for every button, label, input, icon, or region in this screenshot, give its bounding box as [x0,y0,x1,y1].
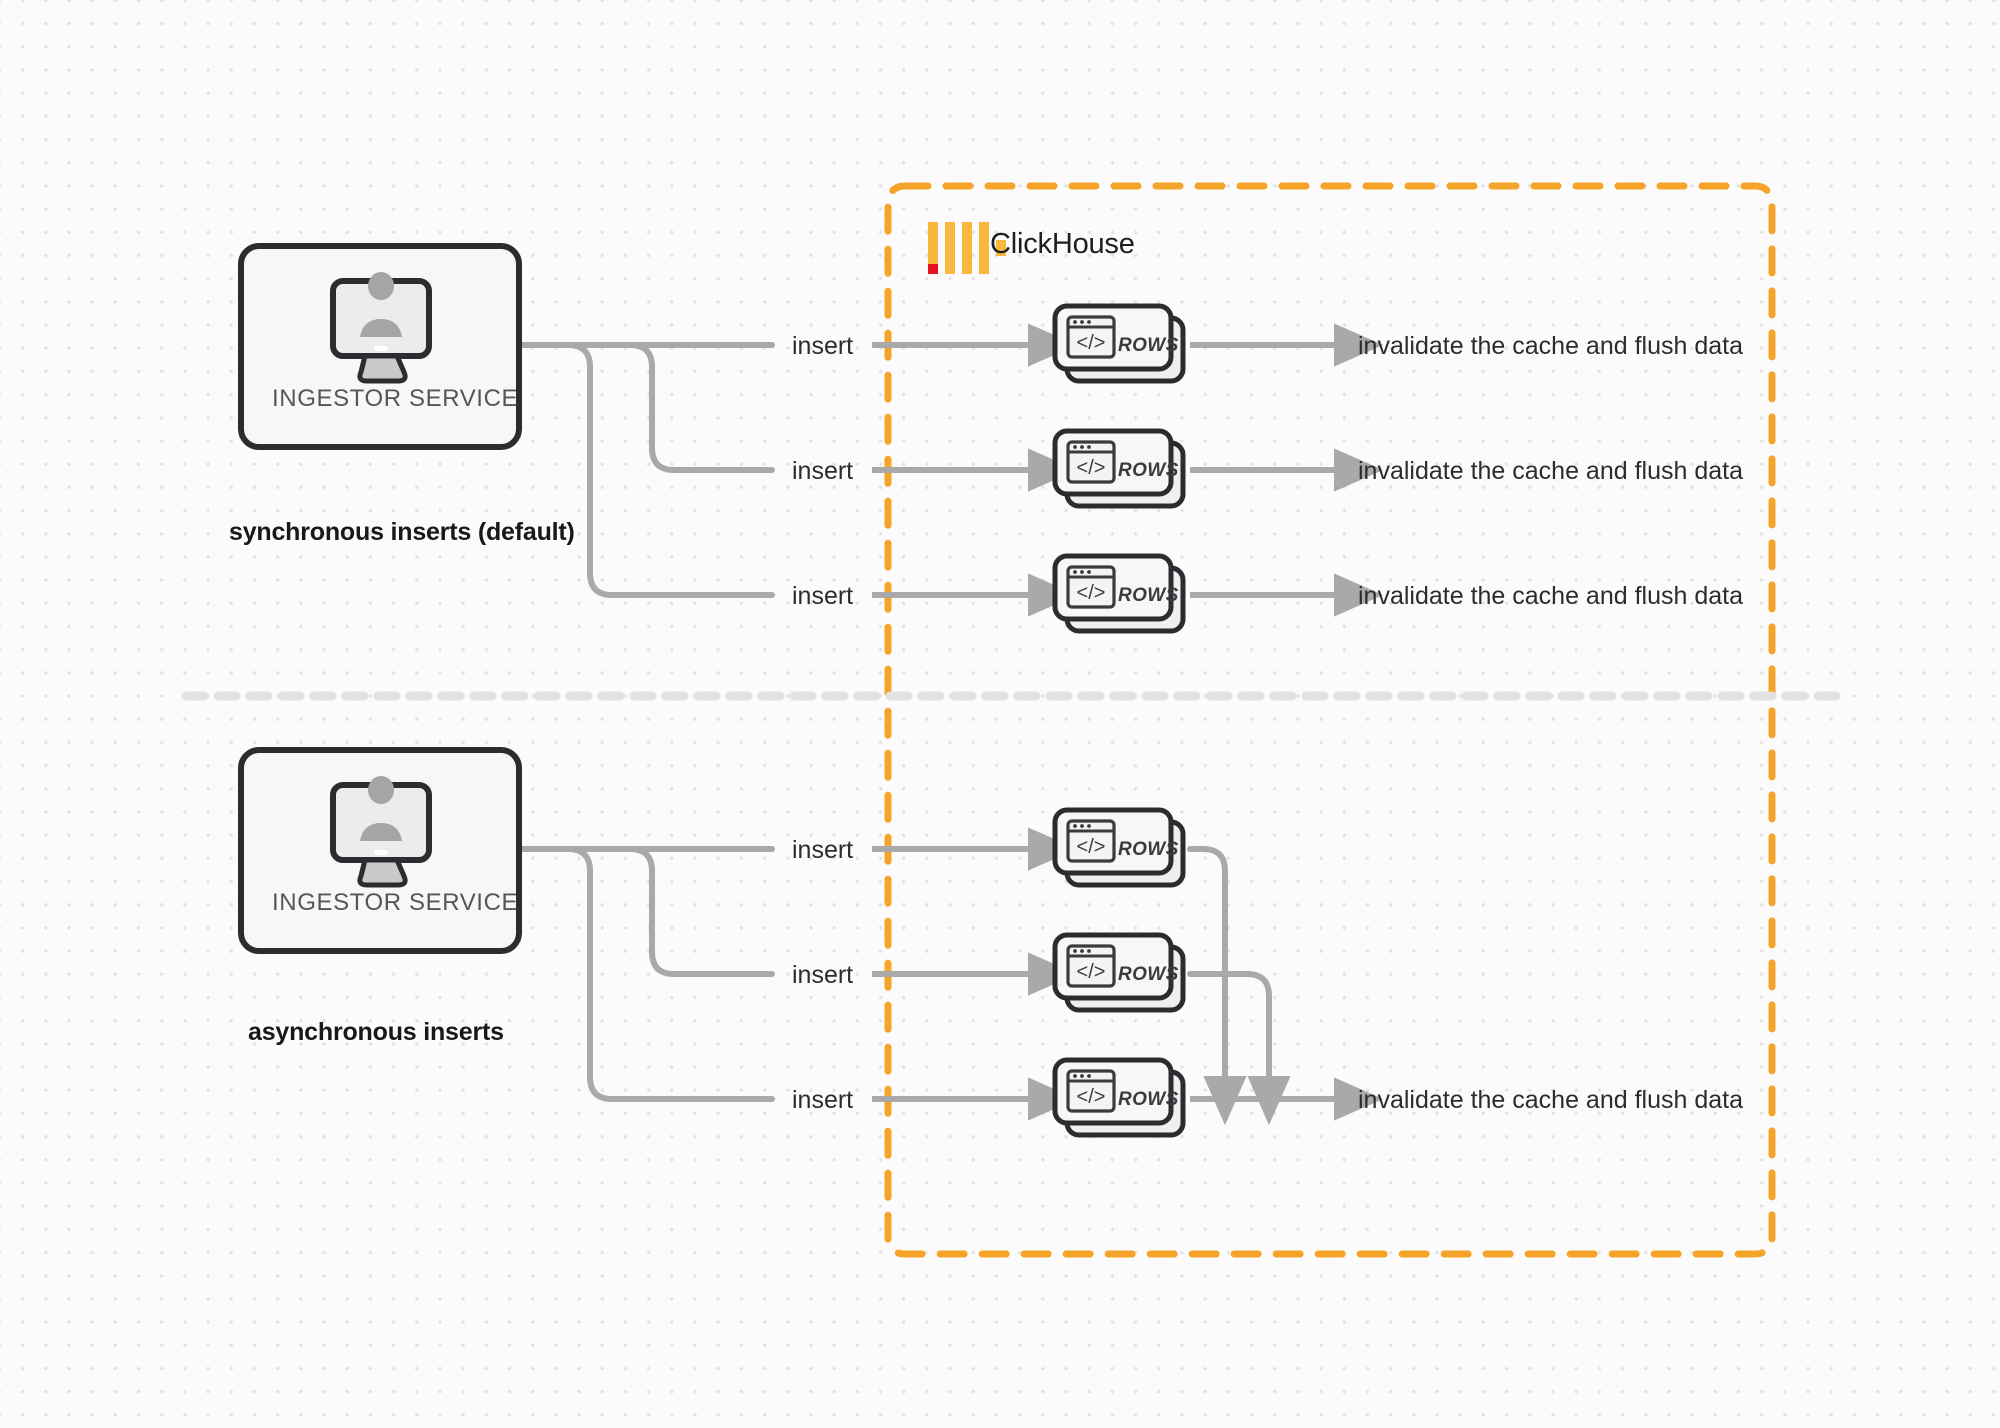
insert-label: insert [792,582,854,610]
ingestor-service-label-async: INGESTOR SERVICE [272,889,519,916]
rows-label: ROWS [1118,335,1179,356]
flush-result-label: invalidate the cache and flush data [1358,332,1743,360]
ingestor-service-box-async[interactable] [238,747,522,954]
sync-branch-connectors [516,342,775,598]
insert-label: insert [792,1086,854,1114]
svg-text:</>: </> [1077,1086,1106,1108]
monitor-user-icon [330,776,432,888]
insert-label: insert [792,332,854,360]
rows-card[interactable]: </> [1052,1057,1186,1138]
rows-card[interactable]: </> [1052,553,1186,634]
insert-label: insert [792,961,854,989]
sync-output-arrows [1190,323,1384,617]
flush-result-label: invalidate the cache and flush data [1358,457,1743,485]
rows-label: ROWS [1118,1089,1179,1110]
code-window-icon: </> [1066,440,1116,484]
rows-card[interactable]: </> [1052,428,1186,509]
clickhouse-wordmark: ClickHouse [990,228,1135,260]
svg-text:</>: </> [1077,582,1106,604]
code-window-icon: </> [1066,565,1116,609]
sync-insert-arrows [872,323,1078,617]
svg-text:</>: </> [1077,961,1106,983]
rows-label: ROWS [1118,585,1179,606]
svg-text:</>: </> [1077,457,1106,479]
clickhouse-logo-icon [928,222,1006,274]
insert-label: insert [792,457,854,485]
rows-label: ROWS [1118,964,1179,985]
section-caption-synchronous: synchronous inserts (default) [229,518,575,546]
async-merge-connectors [1187,846,1291,1126]
monitor-user-icon [330,272,432,384]
async-branch-connectors [516,846,775,1102]
section-caption-asynchronous: asynchronous inserts [248,1018,504,1046]
code-window-icon: </> [1066,819,1116,863]
code-window-icon: </> [1066,1069,1116,1113]
rows-card[interactable]: </> [1052,807,1186,888]
rows-label: ROWS [1118,839,1179,860]
code-window-icon: </> [1066,315,1116,359]
svg-text:</>: </> [1077,836,1106,858]
rows-card[interactable]: </> [1052,303,1186,384]
async-insert-arrows [872,827,1078,1121]
clickhouse-boundary [884,182,1776,1258]
rows-label: ROWS [1118,460,1179,481]
code-window-icon: </> [1066,944,1116,988]
insert-label: insert [792,836,854,864]
flush-result-label-merged: invalidate the cache and flush data [1358,1086,1743,1114]
svg-text:</>: </> [1077,332,1106,354]
rows-card[interactable]: </> [1052,932,1186,1013]
ingestor-service-box-sync[interactable] [238,243,522,450]
ingestor-service-label-sync: INGESTOR SERVICE [272,385,519,412]
flush-result-label: invalidate the cache and flush data [1358,582,1743,610]
